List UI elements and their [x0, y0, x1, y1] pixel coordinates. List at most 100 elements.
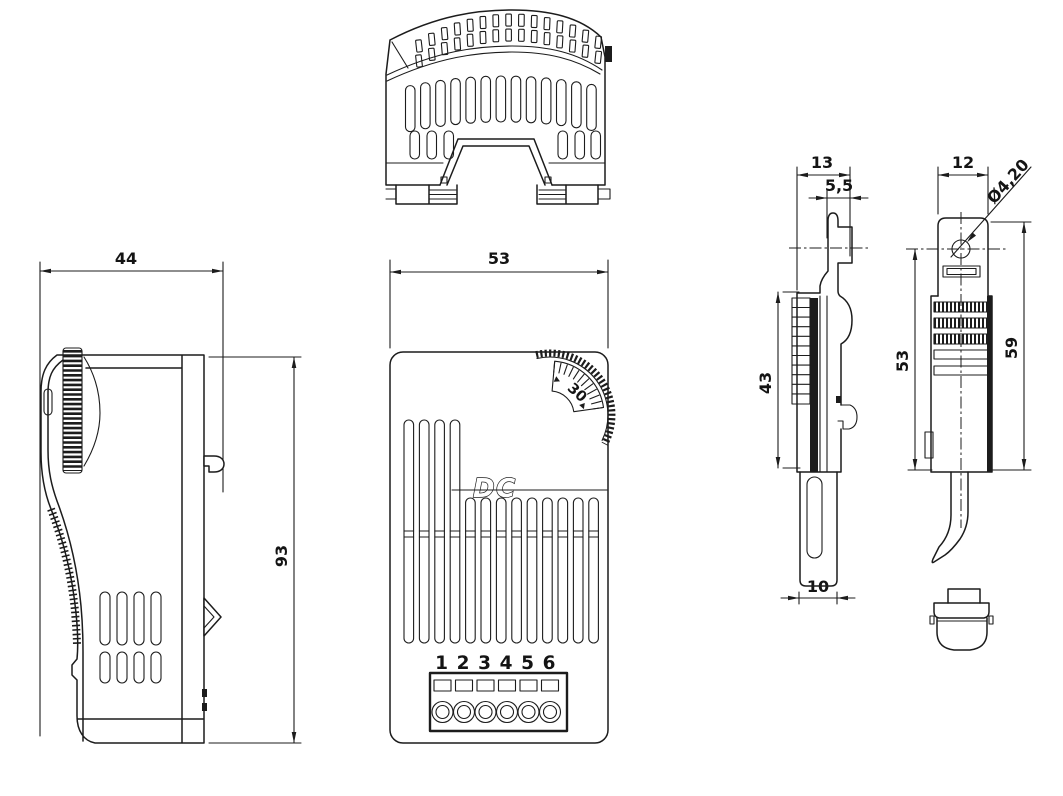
side-din-latch-inner: [203, 605, 215, 629]
dial-tick: [590, 400, 602, 405]
vent-slot: [555, 79, 567, 127]
louver-tooth: [453, 22, 462, 36]
louver-tooth: [440, 26, 449, 41]
louver-tooth: [581, 44, 590, 58]
dimension-bracket-width: 12: [937, 153, 989, 215]
dimension-label-clip-height: 43: [756, 372, 775, 394]
side-vent-slots: [99, 591, 162, 684]
vent-slot: [450, 78, 461, 126]
dial-tick: [568, 366, 574, 377]
dial-tick: [592, 407, 604, 410]
terminal-screw-inner: [435, 704, 450, 720]
dial-tick: [553, 361, 556, 373]
top-view: [385, 9, 612, 205]
vent-slot: [557, 497, 569, 644]
vent-slot: [557, 130, 569, 160]
vent-slot: [409, 130, 421, 160]
dial-max-marker: [579, 402, 585, 410]
louver-tooth: [543, 32, 551, 46]
terminal-label-5: 5: [521, 653, 534, 674]
dimension-side-height: 93: [208, 356, 302, 744]
louver-tooth: [517, 13, 525, 27]
top-feet-tabs: [385, 188, 611, 200]
side-din-rail-hook: [203, 455, 225, 473]
terminal-square: [540, 679, 560, 692]
dial-tick-marks: [553, 361, 604, 410]
dim-arrow: [850, 195, 861, 201]
dimension-bracket-total-height: 59: [990, 221, 1032, 471]
slot-joint-tick: [526, 530, 538, 538]
side-setting-wheel-outline: [62, 347, 83, 474]
band-frame: [933, 333, 989, 345]
bracket-right-edge: [987, 296, 992, 472]
top-feet-outline: [395, 184, 599, 205]
terminal-screw: [538, 700, 562, 724]
side-back-mark-lower: [202, 703, 207, 711]
dimension-side-width: 44: [39, 249, 224, 737]
clip-side-pin: [836, 396, 841, 403]
dimension-clip-tab: 5,5: [808, 176, 869, 239]
louver-tooth: [530, 14, 538, 29]
top-din-notch: [439, 138, 553, 186]
brand-logo: DC: [473, 474, 517, 504]
louver-tooth: [581, 29, 590, 43]
louver-tooth: [492, 29, 500, 43]
terminal-screw: [431, 700, 454, 724]
bracket-rib-bands: [933, 301, 989, 376]
louver-tooth: [556, 20, 564, 34]
dim-arrow: [977, 172, 988, 178]
terminal-screw-inner: [478, 704, 493, 720]
dim-arrow: [775, 457, 781, 468]
louver-tooth: [427, 47, 436, 61]
dim-arrow: [1021, 222, 1027, 233]
vent-slot: [542, 497, 553, 644]
terminal-numbers: 1 2 3 4 5 6: [435, 653, 555, 674]
terminal-square: [433, 679, 452, 692]
vent-slot: [586, 83, 597, 132]
louver-tooth: [556, 35, 564, 49]
dim-arrow: [837, 595, 848, 601]
terminal-label-2: 2: [457, 653, 470, 674]
dimension-label-side-height: 93: [272, 545, 291, 567]
front-vent-slots: [403, 419, 599, 644]
dial-tick: [572, 370, 580, 380]
extension-lines: [389, 259, 609, 349]
dial-tick: [589, 394, 600, 400]
vent-slot: [420, 82, 431, 130]
vent-slot: [426, 130, 438, 160]
dim-arrow: [816, 195, 827, 201]
cap-nub-left: [929, 615, 935, 625]
top-notch-corner-right: [544, 176, 552, 184]
louver-tooth: [517, 28, 525, 42]
vent-slot: [588, 497, 599, 644]
vent-slot: [495, 497, 507, 644]
dim-arrow: [912, 459, 918, 470]
louver-tooth: [466, 18, 474, 32]
vent-slot: [99, 651, 111, 684]
top-notch-corner-left: [440, 176, 448, 184]
dim-arrow: [40, 268, 51, 274]
louver-tooth: [415, 39, 423, 53]
dim-arrow: [938, 172, 949, 178]
slot-joint-tick: [480, 530, 492, 538]
top-feet-ribs: [428, 189, 567, 200]
slot-joint-tick: [542, 530, 553, 538]
terminal-screw-inner: [542, 704, 558, 720]
side-view: 44 93: [39, 249, 302, 744]
bracket-mounting-hole: [951, 239, 971, 259]
terminal-square: [519, 679, 538, 692]
extension-lines: [796, 166, 851, 291]
slot-joint-tick: [418, 530, 430, 538]
vent-slot: [480, 75, 492, 123]
top-vent-slots: [404, 75, 602, 160]
louver-tooth: [415, 54, 423, 68]
slot-joint-tick: [557, 530, 569, 538]
slot-joint-tick: [465, 530, 476, 538]
dimension-label-hole-diameter: Ø4,20: [983, 155, 1033, 207]
terminal-screw-inner: [521, 704, 536, 720]
vent-slot: [510, 75, 522, 123]
louver-tooth: [505, 28, 512, 42]
terminal-label-1: 1: [435, 653, 448, 674]
vent-slot: [572, 497, 584, 644]
